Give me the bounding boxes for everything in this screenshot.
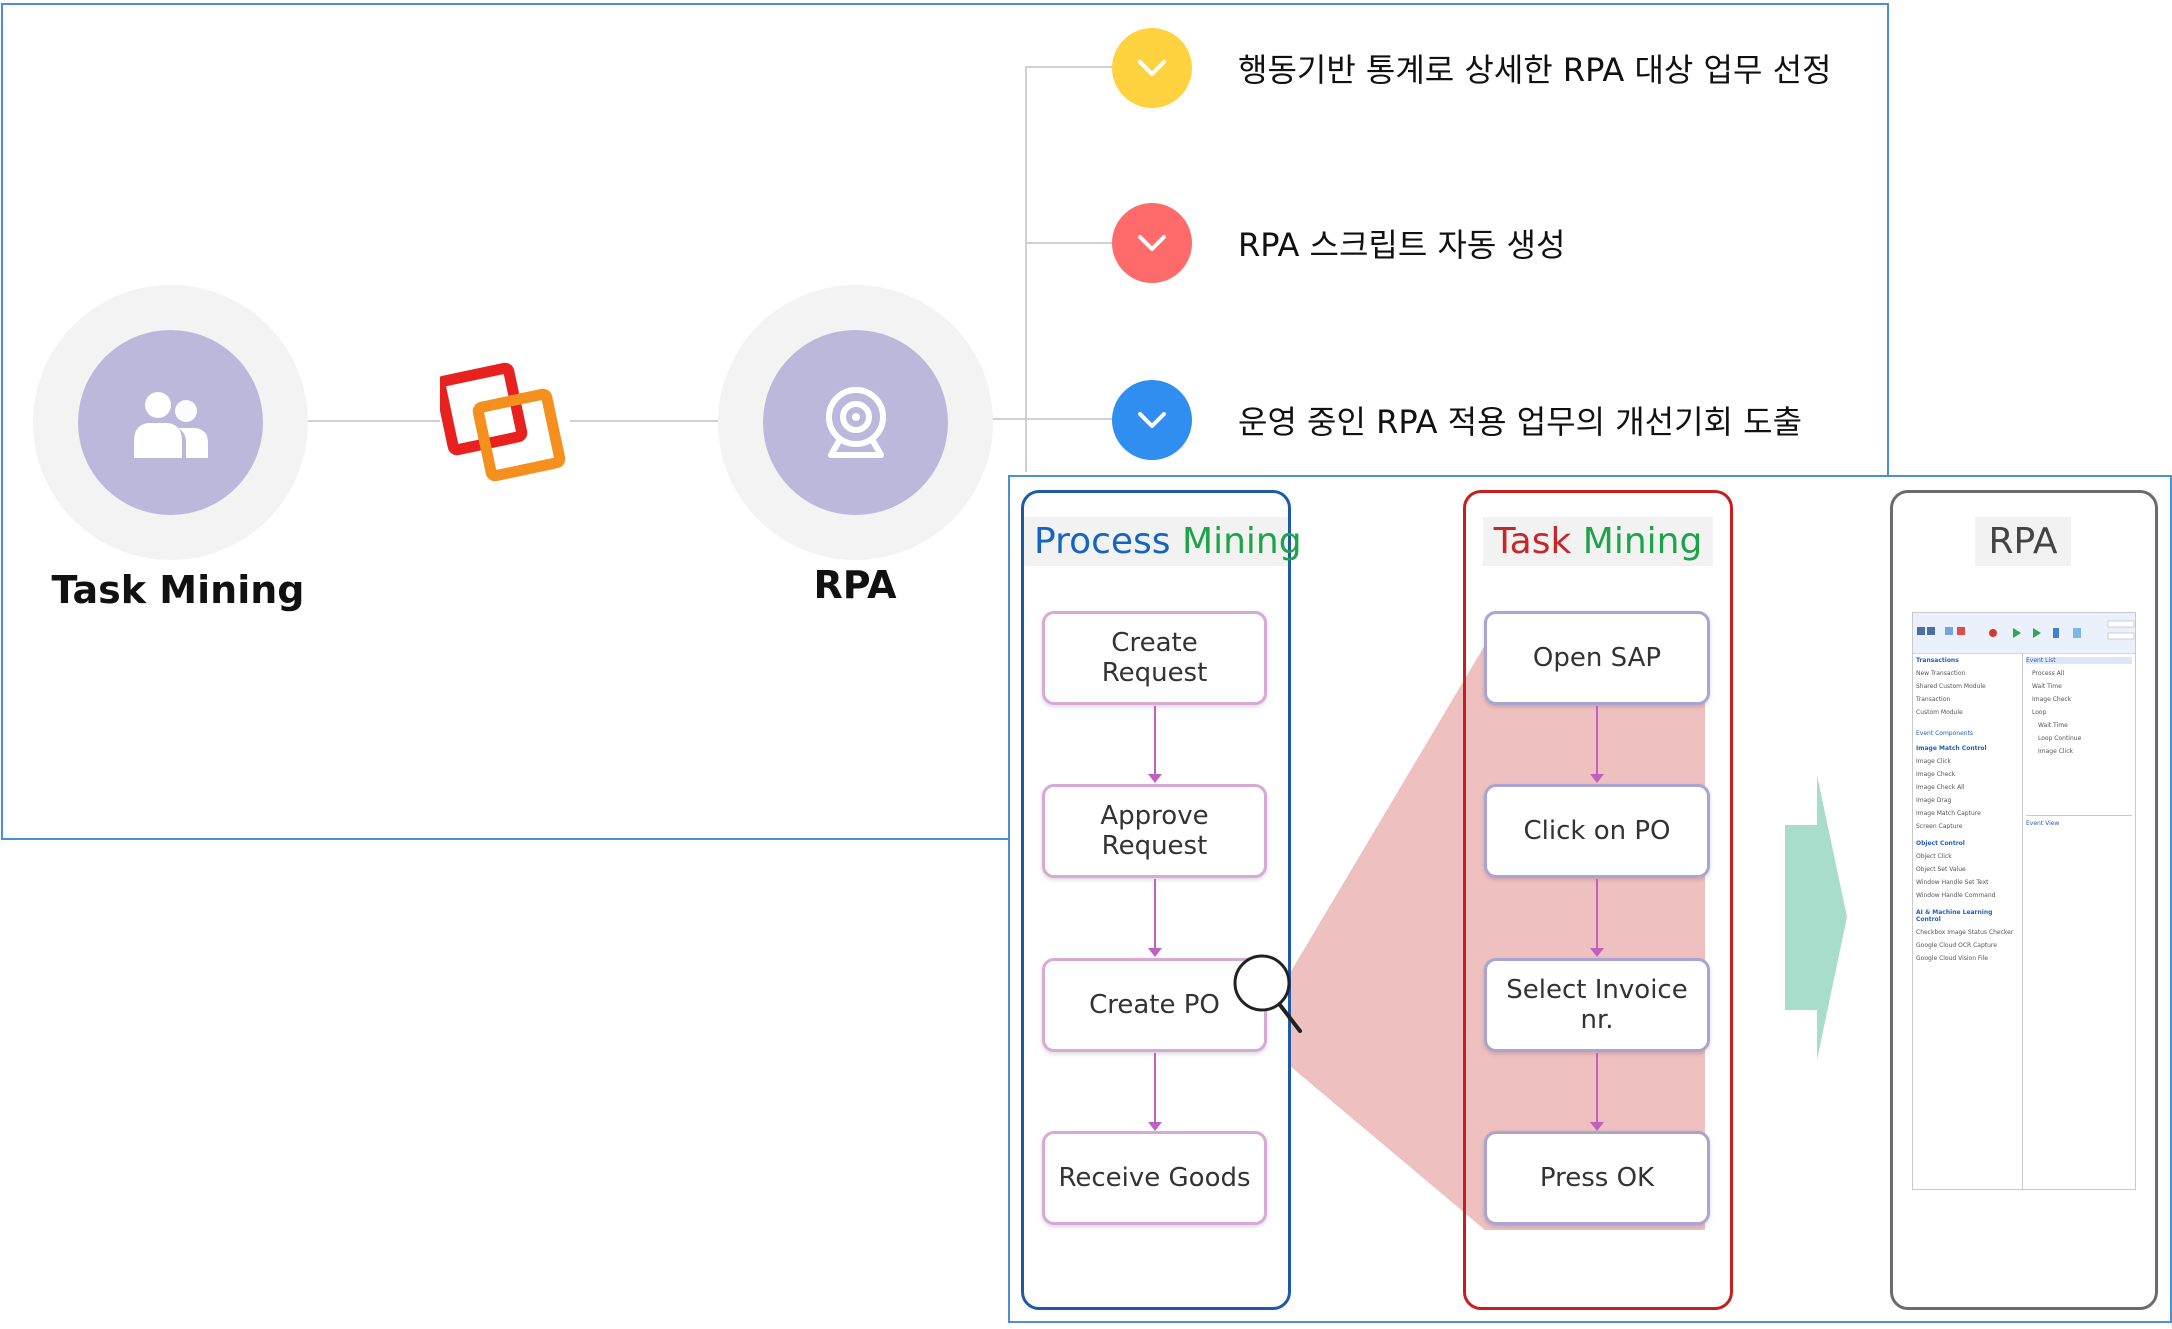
mini-left-item: Transactions <box>1916 657 1959 664</box>
step-label: Open SAP <box>1532 643 1662 673</box>
mini-left-item: Google Cloud OCR Capture <box>1916 942 1997 949</box>
branch-line-2 <box>1025 242 1125 244</box>
rpa-label: RPA <box>813 563 897 607</box>
mini-left-item: Image Match Control <box>1916 745 1987 752</box>
process-title-word-1: Process <box>1034 521 1171 562</box>
mini-left-item: Transaction <box>1916 696 1951 703</box>
feature-2-text: RPA 스크립트 자동 생성 <box>1238 226 1566 264</box>
step-label-line2: nr. <box>1580 1005 1614 1035</box>
process-arrow-2 <box>1154 879 1156 955</box>
task-title-word-2: Mining <box>1582 521 1703 562</box>
mini-left-item: Screen Capture <box>1916 823 1963 830</box>
mini-left-item: Google Cloud Vision File <box>1916 955 1988 962</box>
process-arrowhead-1 <box>1148 774 1162 783</box>
mini-right-item: Loop <box>2032 709 2047 716</box>
process-title-word-2: Mining <box>1182 521 1302 562</box>
webcam-icon <box>825 386 886 458</box>
rpa-tool-screenshot: Transactions New Transaction Shared Cust… <box>1912 612 2136 1190</box>
rpa-node <box>763 330 948 515</box>
mini-left-item: Image Match Capture <box>1916 810 1981 817</box>
rpa-column-title: RPA <box>1975 517 2071 566</box>
step-label: Press OK <box>1539 1163 1655 1193</box>
mini-left-item: Image Drag <box>1916 797 1952 804</box>
task-mining-title: Task Mining <box>1483 517 1713 566</box>
mini-left-item: Image Check <box>1916 771 1956 778</box>
mini-right-pane: Event List Process All Wait Time Image C… <box>2023 654 2135 1189</box>
mini-left-item: Image Check All <box>1916 784 1965 791</box>
task-arrowhead-1 <box>1590 774 1604 783</box>
magnifier-icon <box>1233 954 1302 1033</box>
mini-left-item: Object Set Value <box>1916 866 1966 873</box>
feature-1-check-icon <box>1112 28 1192 108</box>
feature-3-check-icon <box>1112 380 1192 460</box>
task-step-click-on-po: Click on PO <box>1484 784 1710 878</box>
mini-left-item: Window Handle Set Text <box>1916 879 1989 886</box>
task-arrowhead-2 <box>1590 948 1604 957</box>
mini-left-item: Checkbox Image Status Checker <box>1916 929 2014 936</box>
process-arrowhead-2 <box>1148 948 1162 957</box>
task-arrow-2 <box>1596 879 1598 955</box>
mini-left-item: AI & Machine Learning Control <box>1916 909 1993 923</box>
process-step-receive-goods: Receive Goods <box>1042 1131 1267 1225</box>
mini-left-item: Object Click <box>1916 853 1952 860</box>
process-arrow-3 <box>1154 1053 1156 1129</box>
step-label: Select Invoice <box>1506 975 1688 1005</box>
mini-right-item: Process All <box>2032 670 2065 677</box>
branch-vertical-line <box>1025 66 1027 472</box>
task-arrow-3 <box>1596 1053 1598 1129</box>
process-arrow-1 <box>1154 706 1156 781</box>
flow-arrow-icon <box>1785 775 1847 1060</box>
mini-left-item: Image Click <box>1916 758 1951 765</box>
overlapping-squares-logo <box>440 362 566 482</box>
users-icon <box>133 391 208 458</box>
step-label-line2: Request <box>1101 658 1208 688</box>
connector-line-left <box>265 420 440 422</box>
task-mining-column <box>1463 490 1733 1310</box>
mini-right-item: Event List <box>2026 657 2132 664</box>
task-title-word-1: Task <box>1493 521 1572 562</box>
process-arrowhead-3 <box>1148 1122 1162 1131</box>
mini-left-item: Shared Custom Module <box>1916 683 1986 690</box>
task-mining-node <box>78 330 263 515</box>
task-step-press-ok: Press OK <box>1484 1131 1710 1225</box>
branch-line-1 <box>1025 66 1125 68</box>
task-mining-label: Task Mining <box>51 568 305 612</box>
step-label: Click on PO <box>1523 816 1671 846</box>
task-arrow-1 <box>1596 706 1598 781</box>
toolbar-buttons-icon <box>1917 620 2135 640</box>
mini-right-item: Image Check <box>2032 696 2072 703</box>
mini-toolbar <box>1913 613 2135 654</box>
mini-left-pane: Transactions New Transaction Shared Cust… <box>1913 654 2023 1189</box>
step-label-line2: Request <box>1101 831 1208 861</box>
connector-line-middle <box>570 420 760 422</box>
step-label: Receive Goods <box>1058 1163 1251 1193</box>
process-mining-title: Process Mining <box>1024 517 1302 566</box>
step-label: Create <box>1111 628 1198 658</box>
connector-line-right <box>948 418 1123 420</box>
mini-left-item: New Transaction <box>1916 670 1966 677</box>
mini-right-item: Wait Time <box>2032 683 2062 690</box>
feature-3-text: 운영 중인 RPA 적용 업무의 개선기회 도출 <box>1238 403 1803 441</box>
mini-right-item: Wait Time <box>2038 722 2068 729</box>
mini-left-item: Event Components <box>1916 730 1974 737</box>
mini-right-item: Loop Continue <box>2038 735 2082 742</box>
feature-1-text: 행동기반 통계로 상세한 RPA 대상 업무 선정 <box>1238 51 1832 89</box>
mini-left-item: Custom Module <box>1916 709 1963 716</box>
task-arrowhead-3 <box>1590 1122 1604 1131</box>
step-label: Create PO <box>1089 990 1220 1020</box>
step-label: Approve <box>1100 801 1209 831</box>
mini-left-item: Window Handle Command <box>1916 892 1996 899</box>
task-step-open-sap: Open SAP <box>1484 611 1710 705</box>
feature-2-check-icon <box>1112 203 1192 283</box>
mini-right-item: Image Click <box>2038 748 2073 755</box>
mini-right-item: Event View <box>2026 815 2132 827</box>
mini-left-item: Object Control <box>1916 840 1965 847</box>
